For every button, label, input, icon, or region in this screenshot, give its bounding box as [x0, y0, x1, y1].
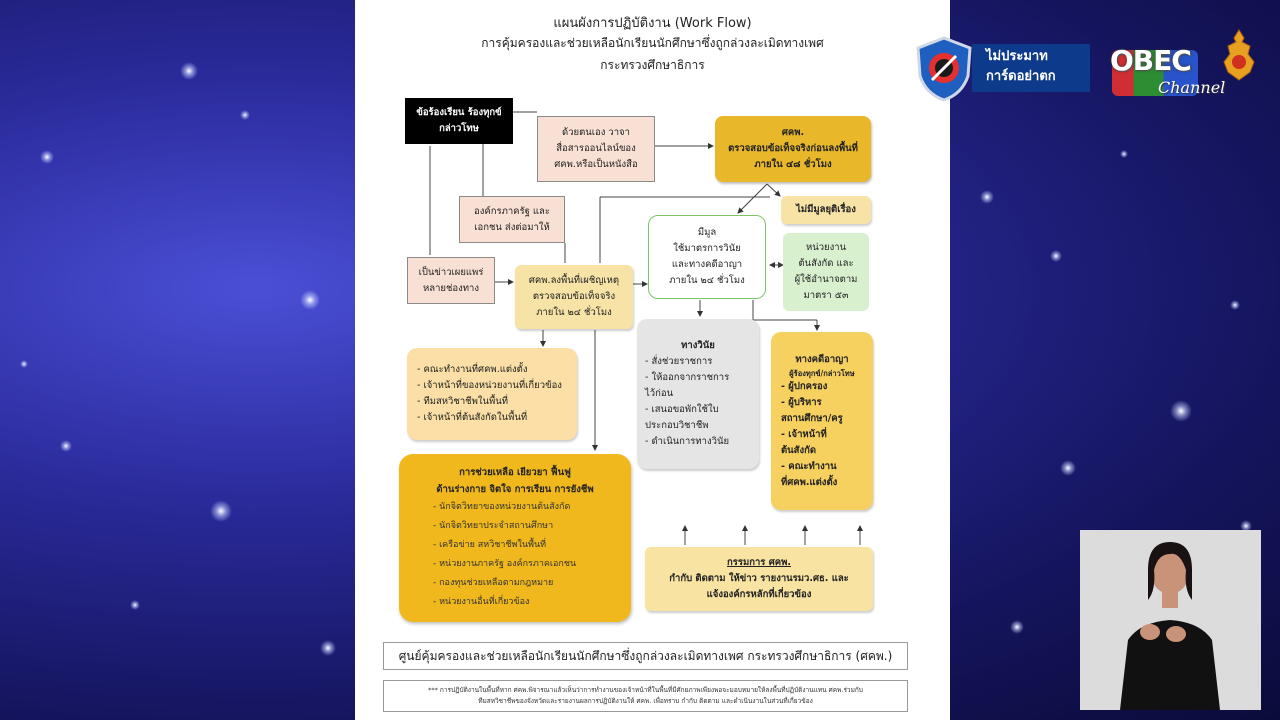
- node-no-basis: ไม่มีมูลยุติเรื่อง: [781, 196, 871, 224]
- node-skp-check: ศคพ.ตรวจสอบข้อเท็จจริงก่อนลงพื้นที่ภายใน…: [715, 116, 871, 182]
- node-field-check: ศคพ.ลงพื้นที่เผชิญเหตุตรวจสอบข้อเท็จจริง…: [515, 265, 633, 329]
- node-agency: องค์กรภาครัฐ และเอกชน ส่งต่อมาให้: [459, 196, 565, 243]
- node-committee: กรรมการ ศคพ. กำกับ ติดตาม ให้ข่าว รายงาน…: [645, 547, 873, 611]
- emblem-icon: [1223, 29, 1255, 81]
- node-self-report: ด้วยตนเอง วาจาสื่อสารออนไลน์ของศคพ.หรือเ…: [537, 116, 655, 182]
- node-has-basis: มีมูลใช้มาตรการวินัยและทางคดีอาญาภายใน ๒…: [648, 215, 766, 299]
- workflow-document: แผนผังการปฏิบัติงาน (Work Flow) การคุ้มค…: [355, 0, 950, 720]
- node-unit: หน่วยงานต้นสังกัด และผู้ใช้อำนาจตามมาตรา…: [783, 233, 869, 311]
- node-complaint: ข้อร้องเรียน ร้องทุกข์กล่าวโทษ: [405, 98, 513, 144]
- doc-ministry: กระทรวงศึกษาธิการ: [600, 58, 705, 72]
- obec-subtext: Channel: [1158, 78, 1226, 97]
- node-news: เป็นข่าวเผยแพร่หลายช่องทาง: [407, 257, 495, 304]
- node-help: การช่วยเหลือ เยียวยา ฟื้นฟู ด้านร่างกาย …: [399, 454, 631, 622]
- obec-channel-logo: OBEC Channel: [1106, 24, 1266, 108]
- doc-subtitle: การคุ้มครองและช่วยเหลือนักเรียนนักศึกษาซ…: [481, 36, 824, 50]
- footnote: *** การปฏิบัติงานในพื้นที่หาก ศคพ.พิจารณ…: [383, 680, 908, 712]
- center-name-banner: ศูนย์คุ้มครองและช่วยเหลือนักเรียนนักศึกษ…: [383, 642, 908, 670]
- obec-text: OBEC: [1110, 44, 1192, 77]
- campaign-logo: ไม่ประมาท การ์ดอย่าตก: [914, 36, 1090, 102]
- node-criminal: ทางคดีอาญา ผู้ร้องทุกข์/กล่าวโทษ - ผู้ปก…: [771, 332, 873, 510]
- sign-language-interpreter-video: [1080, 530, 1261, 710]
- doc-title: แผนผังการปฏิบัติงาน (Work Flow): [553, 16, 752, 31]
- node-discipline: ทางวินัย - สั่งช่วยราชการ- ให้ออกจากราชก…: [637, 319, 759, 469]
- shield-icon: [916, 36, 972, 102]
- campaign-text: ไม่ประมาท การ์ดอย่าตก: [972, 44, 1090, 92]
- interpreter-figure: [1080, 530, 1261, 710]
- node-team: - คณะทำงานที่ศคพ.แต่งตั้ง- เจ้าหน้าที่ขอ…: [407, 348, 577, 440]
